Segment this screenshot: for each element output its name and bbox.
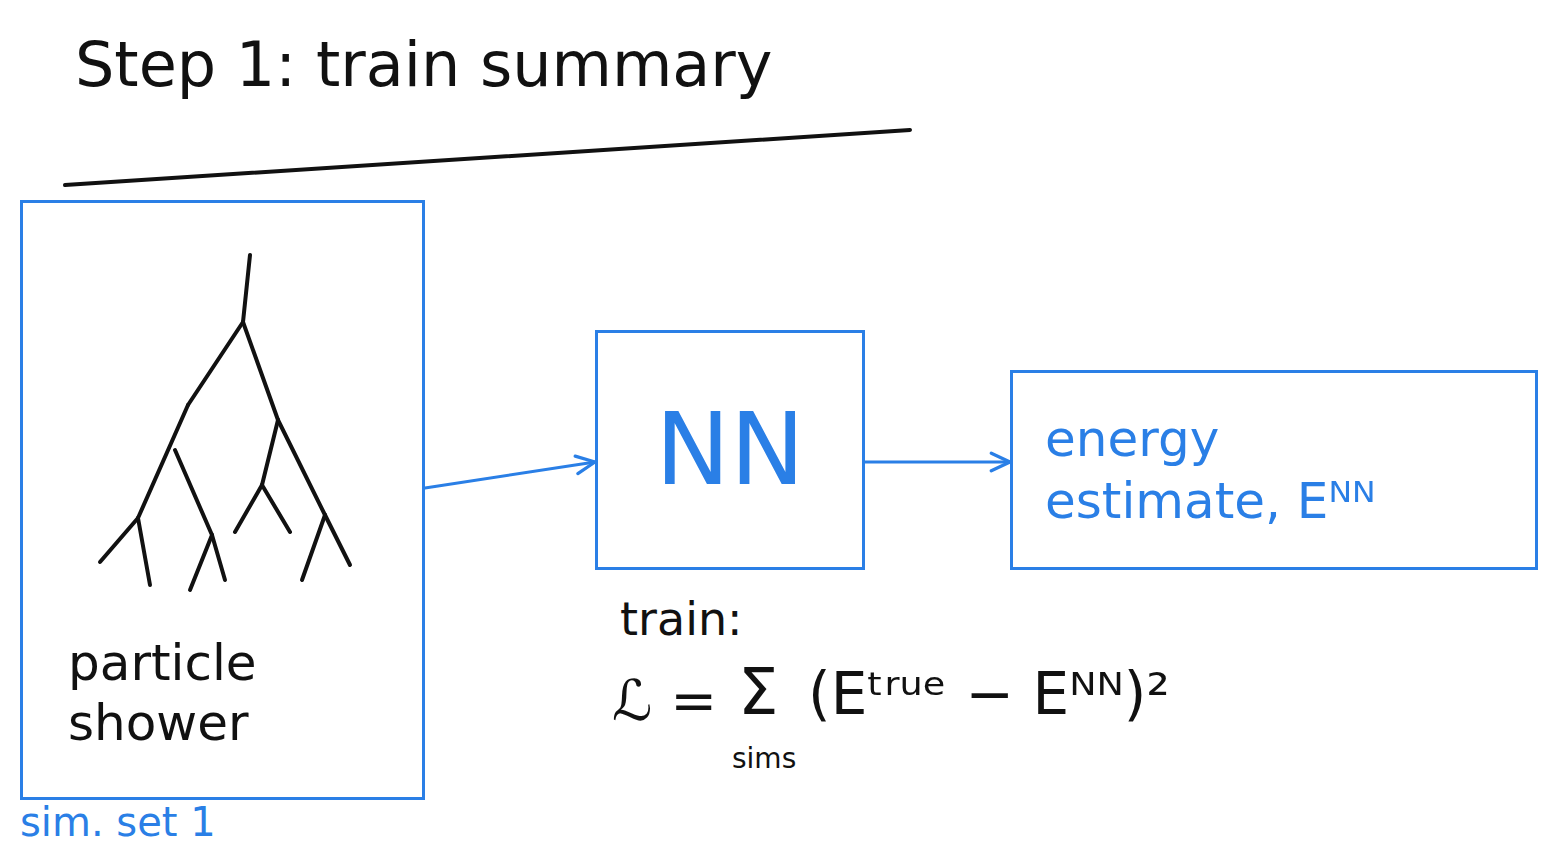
formula-subscript: sims bbox=[732, 742, 796, 775]
tree-branch bbox=[175, 450, 212, 535]
tree-branch bbox=[188, 322, 243, 405]
tree-branch bbox=[302, 515, 325, 580]
tree-branch bbox=[325, 515, 350, 565]
arrow-connector bbox=[865, 461, 1010, 464]
tree-illustration bbox=[100, 255, 350, 590]
title: Step 1: train summary bbox=[75, 28, 773, 101]
tree-branch bbox=[212, 535, 225, 580]
formula-part: ℒ = bbox=[612, 668, 717, 733]
tree-branch bbox=[138, 518, 150, 585]
tree-branch bbox=[243, 322, 278, 420]
tree-branch bbox=[235, 485, 262, 532]
node-caption: sim. set 1 bbox=[20, 799, 216, 845]
simulation-box: particle showersim. set 1 bbox=[20, 200, 425, 800]
node-text: energy estimate, Eᴺᴺ bbox=[1045, 408, 1465, 533]
tree-branch bbox=[262, 420, 278, 485]
node-text: particle shower bbox=[68, 633, 388, 753]
tree-branch bbox=[243, 255, 250, 322]
tree-branch bbox=[262, 485, 290, 532]
tree-branch bbox=[190, 535, 212, 590]
formula-part: (Eᵗʳᵘᵉ − Eᴺᴺ)² bbox=[808, 660, 1170, 728]
arrow-connector bbox=[425, 462, 595, 488]
title-underline bbox=[65, 130, 910, 185]
network-box: NN bbox=[595, 330, 865, 570]
formula-sum: Σ bbox=[738, 655, 778, 729]
tree-branch bbox=[100, 518, 138, 562]
tree-branch bbox=[278, 420, 325, 515]
output-box: energy estimate, Eᴺᴺ bbox=[1010, 370, 1538, 570]
node-text: NN bbox=[655, 395, 805, 505]
annotation: train: bbox=[620, 592, 743, 646]
